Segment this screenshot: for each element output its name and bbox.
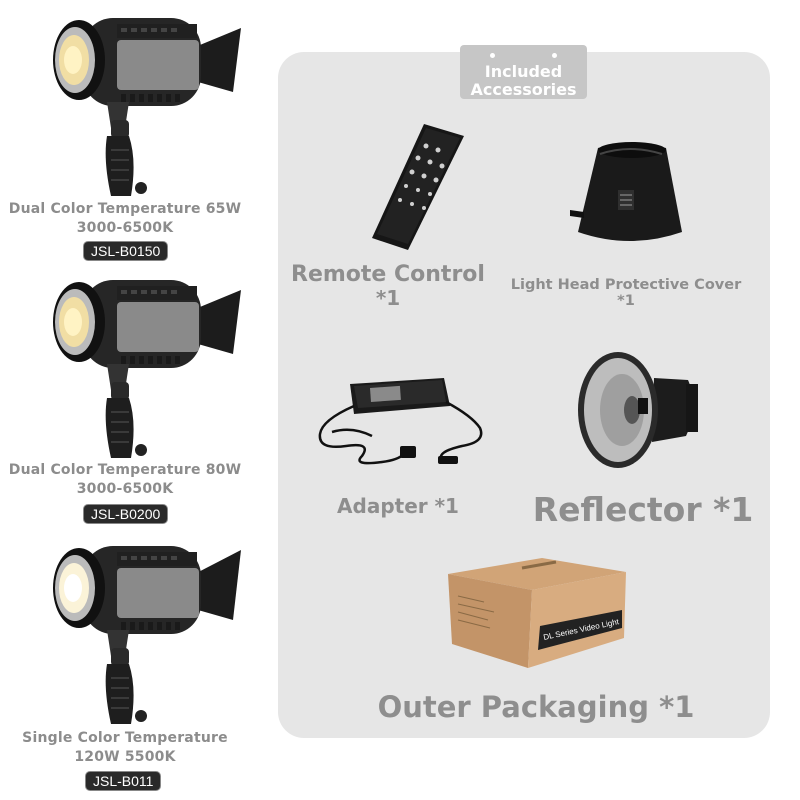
- remote-control-label-line2: *1: [375, 286, 401, 310]
- protective-cover-label: Light Head Protective Cover *1: [510, 277, 742, 309]
- title-dot-right: [552, 53, 557, 58]
- product-120w-line1: Single Color Temperature: [22, 730, 228, 746]
- packaging-label: Outer Packaging *1: [377, 690, 695, 724]
- accessories-title: Included Accessories: [460, 45, 587, 99]
- reflector-label: Reflector *1: [532, 490, 754, 529]
- sku-badge-80w: JSL-B0200: [83, 504, 169, 524]
- adapter-image: [318, 378, 483, 465]
- reflector-image: [578, 352, 698, 468]
- product-80w-line1: Dual Color Temperature 80W: [8, 462, 242, 478]
- product-65w-line2: 3000-6500K: [76, 220, 174, 236]
- title-dot-left: [490, 53, 495, 58]
- remote-control-label-line1: Remote Control: [291, 262, 485, 287]
- sku-badge-65w: JSL-B0150: [83, 241, 169, 261]
- light-80w-image: [53, 280, 241, 458]
- product-65w-line1: Dual Color Temperature 65W: [8, 201, 242, 217]
- accessories-title-line2: Accessories: [470, 80, 577, 99]
- light-65w-image: [53, 18, 241, 196]
- protective-cover-image: [570, 142, 682, 241]
- sku-badge-120w: JSL-B011: [85, 771, 162, 791]
- product-80w-line2: 3000-6500K: [76, 481, 174, 497]
- light-120w-image: [53, 546, 241, 724]
- adapter-label: Adapter *1: [337, 494, 459, 518]
- product-120w-line2: 120W 5500K: [74, 749, 176, 765]
- packaging-box-image: DL Series Video Light: [448, 558, 626, 668]
- remote-control-image: [372, 124, 464, 250]
- accessories-title-line1: Included: [484, 62, 563, 81]
